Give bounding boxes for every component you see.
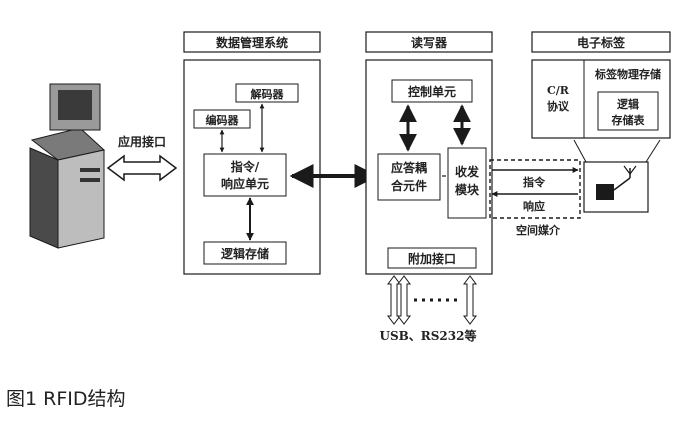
- transceiver-box: [447, 147, 487, 219]
- air-medium-label: 空间媒介: [516, 223, 561, 237]
- port-arrows: [387, 275, 477, 325]
- encoder-label: 编码器: [206, 113, 240, 127]
- coupling-label-2: 合元件: [391, 178, 427, 193]
- tag-chip-box: [583, 161, 649, 213]
- decoder-label: 解码器: [251, 87, 285, 101]
- computer-icon: [29, 83, 106, 249]
- data-system-title-box: [183, 31, 321, 53]
- reader-title-box: [365, 31, 493, 53]
- tag-logic-box: [597, 91, 659, 131]
- tag-physical-label: 标签物理存储: [594, 67, 661, 81]
- extra-interface-box: [387, 247, 477, 269]
- command-label: 指令: [523, 175, 546, 189]
- transceiver-label-1: 收发: [455, 164, 480, 179]
- tag-connector-left: [573, 139, 587, 163]
- tag-connector-right: [645, 139, 661, 163]
- reader-title: 读写器: [411, 35, 448, 50]
- app-interface-arrow: [106, 154, 178, 182]
- control-unit-box: [391, 79, 473, 103]
- app-interface-label: 应用接口: [118, 134, 166, 149]
- tag-title-box: [531, 31, 671, 53]
- coupling-box: [377, 153, 441, 201]
- transceiver-label-2: 模块: [455, 182, 480, 197]
- cr-protocol-label-2: 协议: [547, 99, 570, 113]
- command-unit-box: [203, 153, 287, 197]
- command-unit-label-1: 指令/: [231, 159, 260, 174]
- response-label: 响应: [523, 199, 545, 213]
- antenna-icon: [596, 165, 637, 200]
- tag-title: 电子标签: [577, 35, 626, 50]
- coupling-label-1: 应答耦: [391, 160, 427, 175]
- decoder-box: [235, 83, 299, 103]
- encoder-box: [193, 109, 251, 129]
- rfid-structure-diagram: 应用接口 数据管理系统 解码器 编码器 指令/ 响应单元 逻辑存储 读写器 控制…: [29, 31, 671, 343]
- figure-caption: 图1 RFID结构: [6, 388, 126, 410]
- command-unit-label-2: 响应单元: [221, 176, 269, 191]
- logic-storage-box: [203, 241, 287, 265]
- data-system-title: 数据管理系统: [216, 35, 288, 50]
- tag-logic-label-2: 存储表: [612, 113, 646, 127]
- air-medium-box: [489, 159, 581, 219]
- logic-storage-label: 逻辑存储: [221, 246, 269, 261]
- ports-label: USB、RS232等: [380, 328, 477, 343]
- extra-interface-label: 附加接口: [408, 251, 456, 266]
- tag-logic-label-1: 逻辑: [617, 97, 639, 111]
- cr-protocol-label-1: C/R: [547, 84, 570, 97]
- control-unit-label: 控制单元: [408, 84, 456, 99]
